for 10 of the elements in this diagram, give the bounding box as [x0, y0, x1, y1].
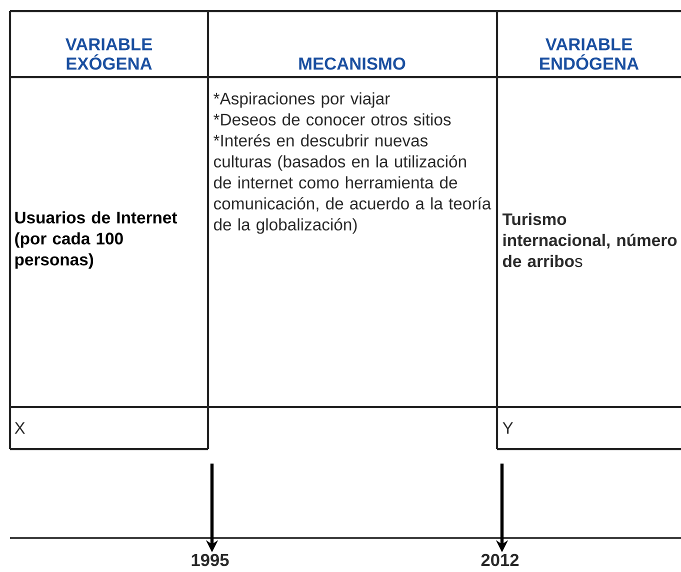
column-header: VARIABLE ENDÓGENA: [540, 38, 639, 70]
year-label: 1995: [192, 554, 229, 566]
cell-text: Turismo internacional, número de arribos: [502, 212, 677, 268]
year-label: 2012: [481, 554, 519, 566]
cell-text: Usuarios de Internet (por cada 100 personas): [15, 211, 178, 269]
cell-text: *Aspiraciones por viajar *Deseos de conocer otros sitios *Interés en descubrir nuevas culturas (basados en la utilización de internet como herramienta de comunicación, de acuerdo a la teoría de la globalización): [214, 92, 492, 234]
cell-text: Y: [502, 422, 514, 434]
column-header: VARIABLE EXÓGENA: [65, 38, 152, 70]
cell-text: X: [14, 422, 26, 434]
column-header: MECANISMO: [299, 57, 406, 70]
